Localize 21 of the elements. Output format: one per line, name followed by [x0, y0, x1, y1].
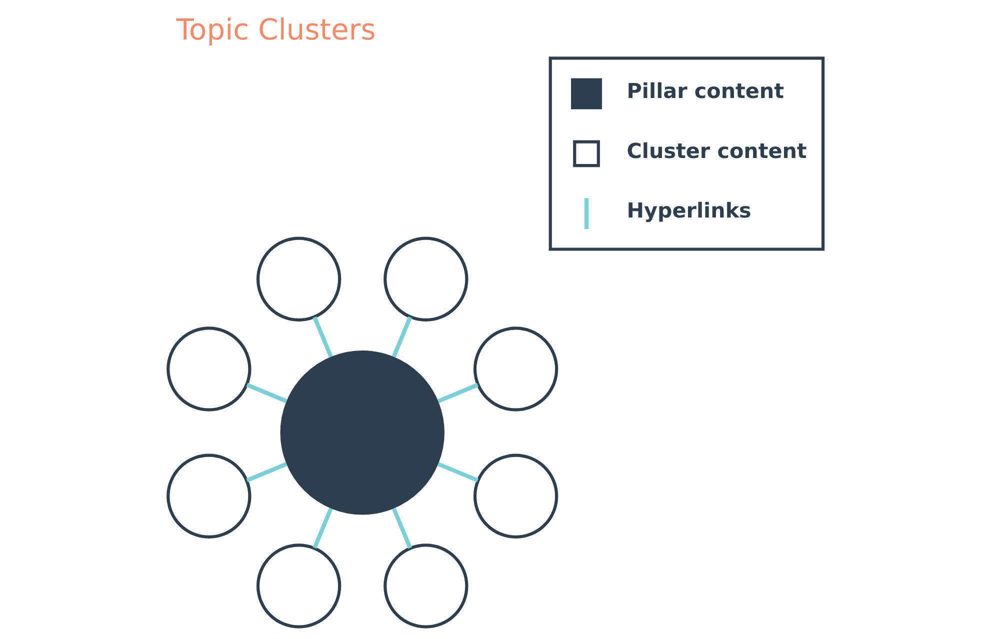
node-circle	[472, 454, 558, 538]
diagram-title: Topic Clusters	[176, 12, 376, 46]
node-circle	[280, 350, 444, 515]
connector	[312, 508, 332, 549]
connector	[436, 462, 478, 482]
node-circle	[166, 454, 251, 538]
node-circle	[472, 326, 558, 412]
connector	[391, 508, 412, 549]
node-circle	[383, 236, 468, 322]
connector	[391, 316, 412, 358]
node-circle	[166, 326, 251, 412]
connector	[246, 382, 287, 404]
node-circle	[256, 236, 341, 322]
connector	[312, 316, 332, 358]
connector	[246, 462, 287, 482]
node-circle	[383, 544, 468, 628]
connector	[436, 382, 478, 404]
legend-label: Hyperlinks	[626, 198, 751, 223]
legend-label: Cluster content	[626, 138, 806, 163]
legend-label: Pillar content	[626, 78, 784, 103]
node-circle	[256, 544, 341, 628]
